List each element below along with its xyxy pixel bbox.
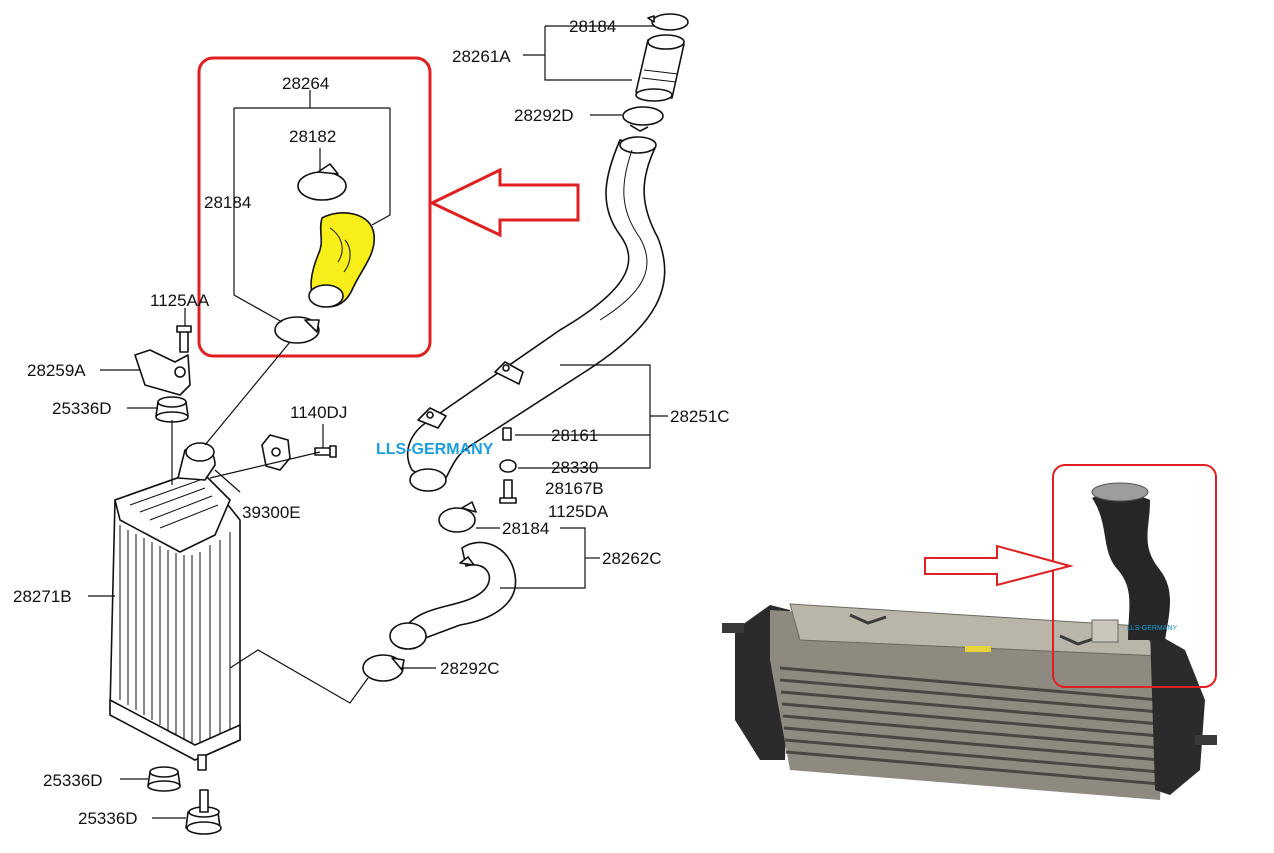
label-28271B: 28271B — [13, 587, 72, 606]
clamp-28292C — [362, 654, 405, 682]
label-25336D-a: 25336D — [52, 399, 112, 418]
label-28262C: 28262C — [602, 549, 662, 568]
highlight-arrow-icon — [428, 167, 580, 238]
bolt-28161 — [502, 427, 512, 441]
label-39300E: 39300E — [242, 503, 301, 522]
bolt-1140DJ — [314, 445, 337, 458]
label-1140DJ: 1140DJ — [290, 403, 347, 422]
label-28264: 28264 — [282, 74, 329, 93]
label-28161: 28161 — [551, 426, 598, 445]
short-hose-28261A — [635, 34, 685, 102]
bolt-1125AA — [176, 325, 192, 353]
photo-arrow-icon — [924, 544, 1074, 587]
top-clamp-28184 — [647, 13, 689, 31]
leader-lines — [88, 25, 668, 819]
mount-rubber-25336D-bottom — [185, 789, 222, 835]
product-photo: LLS-GERMANY — [722, 482, 1217, 800]
label-28251C: 28251C — [670, 407, 730, 426]
label-28259A: 28259A — [27, 361, 86, 380]
bolt-28167B — [499, 479, 517, 504]
label-28184-mid: 28184 — [502, 519, 549, 538]
label-28292C: 28292C — [440, 659, 500, 678]
clamp-28292D — [622, 106, 664, 132]
label-28261A: 28261A — [452, 47, 511, 66]
label-28292D: 28292D — [514, 106, 574, 125]
mount-rubber-25336D-top — [155, 396, 189, 423]
intake-pipe-28251C — [406, 136, 666, 492]
label-1125AA: 1125AA — [150, 291, 210, 310]
photo-watermark: LLS-GERMANY — [1127, 625, 1178, 632]
lower-hose-28262C — [389, 541, 517, 650]
clamp-28184-mid — [438, 501, 477, 533]
highlight-box-28264 — [197, 56, 432, 358]
label-28184-left: 28184 — [204, 193, 251, 212]
label-28182: 28182 — [289, 127, 336, 146]
label-28184-top: 28184 — [569, 17, 616, 36]
label-25336D-c: 25336D — [78, 809, 138, 828]
clamp-28184-left — [274, 316, 320, 344]
highlighted-hose — [308, 212, 375, 308]
label-25336D-b: 25336D — [43, 771, 103, 790]
label-1125DA: 1125DA — [548, 502, 609, 521]
label-28330: 28330 — [551, 458, 598, 477]
label-28167B: 28167B — [545, 479, 604, 498]
photo-highlight-box — [1052, 464, 1217, 688]
bracket-28259A — [134, 349, 191, 396]
clamp-28182 — [297, 163, 347, 201]
mount-rubber-25336D-mid — [147, 766, 181, 792]
intercooler-icon — [109, 442, 241, 771]
watermark-text: LLS-GERMANY — [376, 441, 494, 458]
grommet-28330 — [499, 459, 517, 473]
